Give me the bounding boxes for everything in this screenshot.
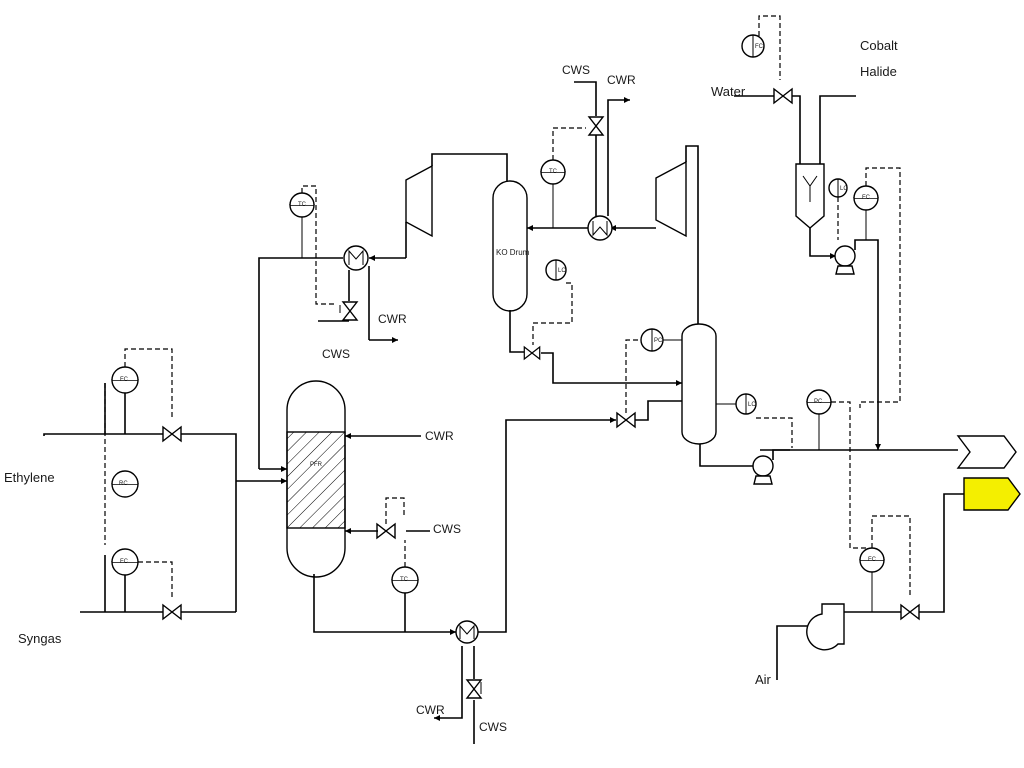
cobalt-halide-label-line2: Halide <box>860 64 897 79</box>
svg-text:FC: FC <box>868 557 877 563</box>
product-cooler <box>455 620 479 644</box>
overhead-condenser <box>587 215 613 241</box>
reactor-temperature-controller: TC <box>391 566 419 594</box>
reactor-cwr-label: CWR <box>425 429 454 443</box>
air-flow-controller: FC <box>859 547 885 573</box>
air-blower <box>806 603 845 651</box>
recycle-temperature-controller: TC <box>289 192 315 218</box>
svg-text:LC: LC <box>840 186 848 192</box>
water-label: Water <box>711 84 746 99</box>
separator-pressure-controller: PC <box>640 328 664 352</box>
svg-text:FC: FC <box>120 377 129 383</box>
ko-drum-drain-valve-icon[interactable] <box>523 346 541 360</box>
catalyst-flow-controller: FC <box>853 185 879 211</box>
svg-text:LC: LC <box>748 402 756 408</box>
svg-text:LC: LC <box>558 268 566 274</box>
ethylene-flow-controller: FC <box>111 366 139 394</box>
water-flow-controller: FC <box>741 34 765 58</box>
svg-text:FC: FC <box>862 195 871 201</box>
condenser-cw-valve-icon[interactable] <box>588 116 604 136</box>
syngas-valve-icon[interactable] <box>162 604 182 620</box>
svg-text:TC: TC <box>549 169 558 175</box>
cooler-cw-valve-icon[interactable] <box>466 679 482 699</box>
reactor-cws-label: CWS <box>433 522 461 536</box>
separator-vessel <box>681 323 717 445</box>
recycle-cooler-cw-valve-icon[interactable] <box>342 301 358 321</box>
air-outlet-arrow <box>963 477 1021 511</box>
water-valve-icon[interactable] <box>773 88 793 104</box>
air-valve-icon[interactable] <box>900 604 920 620</box>
catalyst-pump <box>834 245 856 275</box>
ethylene-label: Ethylene <box>4 470 55 485</box>
syngas-label: Syngas <box>18 631 62 646</box>
ko-drum-level-controller: LC <box>545 259 567 281</box>
svg-text:RC: RC <box>119 481 128 487</box>
svg-text:PFR: PFR <box>310 462 323 468</box>
svg-text:FC: FC <box>120 559 129 565</box>
svg-text:PC: PC <box>814 399 823 405</box>
svg-text:KO Drum: KO Drum <box>496 248 530 257</box>
svg-text:PC: PC <box>654 338 663 344</box>
condenser-cwr-label: CWR <box>607 73 636 87</box>
product-recycle-controller: PC <box>806 389 832 415</box>
cobalt-halide-label-line1: Cobalt <box>860 38 898 53</box>
syngas-feed <box>80 555 236 620</box>
ethylene-feed <box>43 383 237 612</box>
compressor-2 <box>655 160 687 238</box>
svg-text:TC: TC <box>298 202 307 208</box>
separator-pump <box>752 455 774 485</box>
syngas-flow-controller: FC <box>111 548 139 576</box>
reactor-coolant-valve-icon[interactable] <box>376 523 396 539</box>
air-label: Air <box>755 672 772 687</box>
recycle-cooler <box>343 245 369 271</box>
separator-inlet-valve-icon[interactable] <box>616 412 636 428</box>
svg-text:TC: TC <box>400 577 409 583</box>
separator-level-controller: LC <box>735 393 757 415</box>
ethylene-valve-icon[interactable] <box>162 426 182 442</box>
recycle-cws-label: CWS <box>322 347 350 361</box>
svg-text:FC: FC <box>755 44 764 50</box>
compressor-1 <box>405 164 433 238</box>
cooler-cwr-label: CWR <box>416 703 445 717</box>
ko-drum: KO Drum <box>492 180 530 312</box>
catalyst-level-controller: LC <box>828 178 848 198</box>
condenser-cws-label: CWS <box>562 63 590 77</box>
cooler-cws-label: CWS <box>479 720 507 734</box>
product-outlet-arrow <box>956 435 1017 469</box>
condenser-temperature-controller: TC <box>540 159 566 185</box>
ratio-controller: RC <box>111 470 139 498</box>
reactor: PFR <box>286 380 346 578</box>
recycle-cwr-label: CWR <box>378 312 407 326</box>
catalyst-mixer <box>795 163 825 229</box>
